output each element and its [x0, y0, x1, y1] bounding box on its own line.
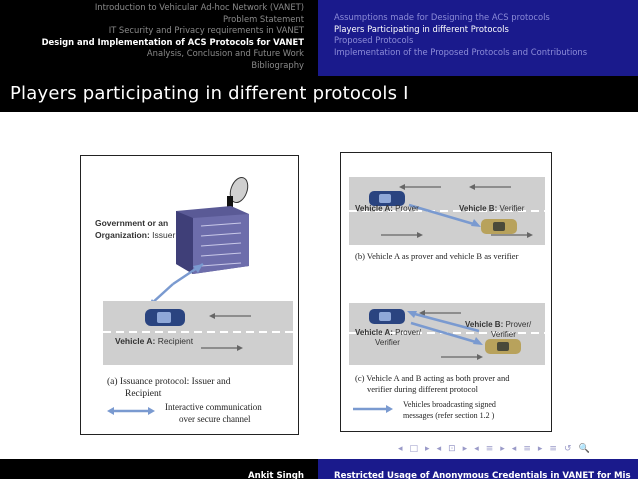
nav-prev-frame-icon[interactable]: ◂	[398, 443, 403, 455]
bottom-vehicle-a-label-line2: Verifier	[375, 338, 400, 347]
nav-section-bibliography[interactable]: Bibliography	[0, 60, 304, 72]
caption-b: (b) Vehicle A as prover and vehicle B as…	[355, 251, 519, 261]
footer-talk-title: Restricted Usage of Anonymous Credential…	[334, 471, 631, 479]
legend-broadcast-label-line2: messages (refer section 1.2 )	[403, 411, 495, 420]
nav-search-icon[interactable]: 🔍	[579, 443, 590, 455]
slide-title: Players participating in different proto…	[10, 83, 409, 104]
top-vehicle-b-label: Vehicle B: Verifier	[459, 204, 525, 213]
nav-section-it-security[interactable]: IT Security and Privacy requirements in …	[0, 25, 304, 37]
nav-frame-icon[interactable]: □	[410, 443, 419, 455]
caption-c-line2: verifier during different protocol	[367, 384, 479, 394]
nav-subsection-players[interactable]: Players Participating in different Proto…	[334, 24, 638, 36]
bottom-vehicle-a-car-icon	[369, 309, 405, 324]
vehicle-a-car-icon	[145, 309, 185, 326]
subsection-navigation: Assumptions made for Designing the ACS p…	[318, 0, 638, 76]
section-navigation: Introduction to Vehicular Ad-hoc Network…	[0, 0, 318, 76]
nav-prev-document-icon[interactable]: ◂	[512, 443, 517, 455]
caption-issuance-line2: Recipient	[125, 389, 162, 399]
nav-prev-section-icon[interactable]: ◂	[474, 443, 479, 455]
issuer-label-line1: Government or an	[95, 218, 168, 228]
bottom-vehicle-b-car-icon	[485, 339, 521, 354]
nav-section-problem-statement[interactable]: Problem Statement	[0, 14, 304, 26]
nav-next-subsection-icon[interactable]: ▸	[463, 443, 468, 455]
figure-verification-protocols: Vehicle A: Prover Vehicle B: Verifier (b…	[340, 152, 552, 432]
beamer-navigation-symbols: ◂ □ ▸ ◂ ⊡ ▸ ◂ ≡ ▸ ◂ ≡ ▸ ≡ ↺ 🔍	[398, 443, 590, 455]
nav-section-icon[interactable]: ≡	[486, 443, 494, 455]
nav-section-analysis[interactable]: Analysis, Conclusion and Future Work	[0, 48, 304, 60]
nav-next-frame-icon[interactable]: ▸	[425, 443, 430, 455]
caption-c-line1: (c) Vehicle A and B acting as both prove…	[355, 373, 510, 383]
bottom-vehicle-b-label-line2: Verifier	[491, 330, 516, 339]
footer: Ankit Singh Restricted Usage of Anonymou…	[0, 459, 638, 479]
nav-section-introduction[interactable]: Introduction to Vehicular Ad-hoc Network…	[0, 2, 304, 14]
vehicle-a-recipient-label: Vehicle A: Recipient	[115, 336, 194, 346]
footer-author-box: Ankit Singh	[0, 459, 318, 479]
top-vehicle-a-label: Vehicle A: Prover	[355, 204, 419, 213]
legend-interactive-arrow-icon	[107, 407, 155, 415]
bottom-vehicle-b-label-line1: Vehicle B: Prover/	[465, 320, 532, 329]
legend-broadcast-label-line1: Vehicles broadcasting signed	[403, 400, 496, 409]
nav-document-icon[interactable]: ≡	[523, 443, 531, 455]
footer-title-box: Restricted Usage of Anonymous Credential…	[318, 459, 638, 479]
nav-subsection-implementation[interactable]: Implementation of the Proposed Protocols…	[334, 47, 638, 59]
nav-appendix-icon[interactable]: ≡	[549, 443, 557, 455]
nav-next-document-icon[interactable]: ▸	[538, 443, 543, 455]
verification-diagram: Vehicle A: Prover Vehicle B: Verifier (b…	[341, 153, 553, 433]
nav-section-design-implementation[interactable]: Design and Implementation of ACS Protoco…	[0, 37, 304, 49]
caption-issuance-line1: (a) Issuance protocol: Issuer and	[107, 376, 231, 387]
legend-interactive-label-line1: Interactive communication	[165, 402, 262, 412]
issuance-diagram: Government or an Organization: Issuer	[81, 156, 300, 436]
figure-issuance-protocol: Government or an Organization: Issuer	[80, 155, 299, 435]
nav-subsection-icon[interactable]: ⊡	[448, 443, 456, 455]
nav-next-section-icon[interactable]: ▸	[500, 443, 505, 455]
bottom-vehicle-a-label-line1: Vehicle A: Prover/	[355, 328, 422, 337]
footer-author: Ankit Singh	[248, 471, 304, 479]
nav-prev-subsection-icon[interactable]: ◂	[437, 443, 442, 455]
nav-back-icon[interactable]: ↺	[564, 443, 572, 455]
legend-broadcast-arrow-icon	[353, 405, 393, 413]
header-navigation: Introduction to Vehicular Ad-hoc Network…	[0, 0, 638, 76]
legend-interactive-label-line2: over secure channel	[179, 414, 251, 424]
building-icon	[176, 206, 249, 274]
nav-subsection-proposed-protocols[interactable]: Proposed Protocols	[334, 35, 638, 47]
road	[103, 301, 293, 365]
nav-subsection-assumptions[interactable]: Assumptions made for Designing the ACS p…	[334, 12, 638, 24]
issuer-label-line2: Organization: Issuer	[95, 230, 175, 240]
top-vehicle-b-car-icon	[481, 219, 517, 234]
title-bar: Players participating in different proto…	[0, 76, 638, 112]
